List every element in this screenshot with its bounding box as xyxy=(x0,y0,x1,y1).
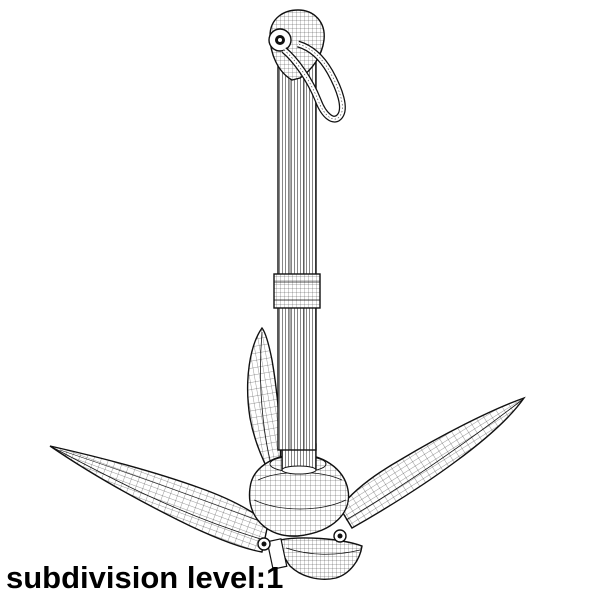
anchor-head xyxy=(268,9,325,81)
anchor-shank xyxy=(277,59,317,451)
subdivision-level-caption: subdivision level:1 xyxy=(6,560,284,595)
fluke-back xyxy=(246,326,282,471)
fluke-right xyxy=(339,396,526,529)
shackle-loop xyxy=(281,40,346,123)
fluke-front xyxy=(266,537,363,580)
fluke-left xyxy=(49,445,269,553)
sliding-collar xyxy=(273,273,321,309)
hinge-pins xyxy=(257,529,347,551)
anchor-hub xyxy=(248,453,350,537)
